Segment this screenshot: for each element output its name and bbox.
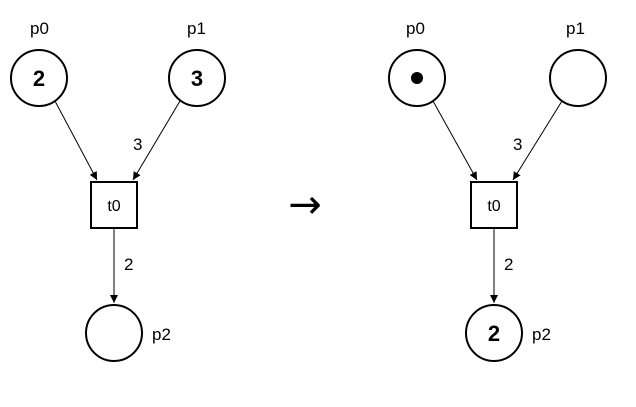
before-transition-t0[interactable] xyxy=(90,181,138,229)
before-p1-label: p1 xyxy=(187,19,206,38)
before-p1-tokens: 3 xyxy=(191,66,203,91)
before-place-p2[interactable] xyxy=(85,304,143,362)
after-place-p2[interactable] xyxy=(465,304,523,362)
before-place-p0[interactable] xyxy=(10,49,68,107)
before-arc-p1-t0-weight: 3 xyxy=(133,135,142,154)
after-p0-token-dot-icon xyxy=(411,72,423,84)
after-p0-label: p0 xyxy=(406,19,425,38)
after-p2-label: p2 xyxy=(532,325,551,344)
after-p1-label: p1 xyxy=(566,19,585,38)
after-arc-t0-p2-weight: 2 xyxy=(504,255,513,274)
before-p0-tokens: 2 xyxy=(33,66,45,91)
firing-arrow-icon: → xyxy=(288,182,322,228)
before-arc-p1-t0 xyxy=(132,100,181,181)
before-arc-t0-p2-weight: 2 xyxy=(124,255,133,274)
before-place-p1[interactable] xyxy=(168,49,226,107)
after-arc-p1-t0 xyxy=(512,100,563,181)
after-net: p0 p1 t0 2 p2 3 2 xyxy=(388,19,607,362)
after-arc-p1-t0-weight: 3 xyxy=(513,135,522,154)
after-place-p1[interactable] xyxy=(549,49,607,107)
before-arc-p0-t0 xyxy=(54,100,98,181)
after-transition-t0[interactable] xyxy=(470,181,518,229)
before-net: p0 2 p1 3 t0 p2 3 2 xyxy=(10,19,226,362)
after-p2-tokens: 2 xyxy=(488,321,500,346)
before-p0-label: p0 xyxy=(30,19,49,38)
after-arc-p0-t0 xyxy=(432,100,478,181)
before-t0-label: t0 xyxy=(107,198,120,215)
after-t0-label: t0 xyxy=(487,198,500,215)
before-p2-label: p2 xyxy=(152,325,171,344)
